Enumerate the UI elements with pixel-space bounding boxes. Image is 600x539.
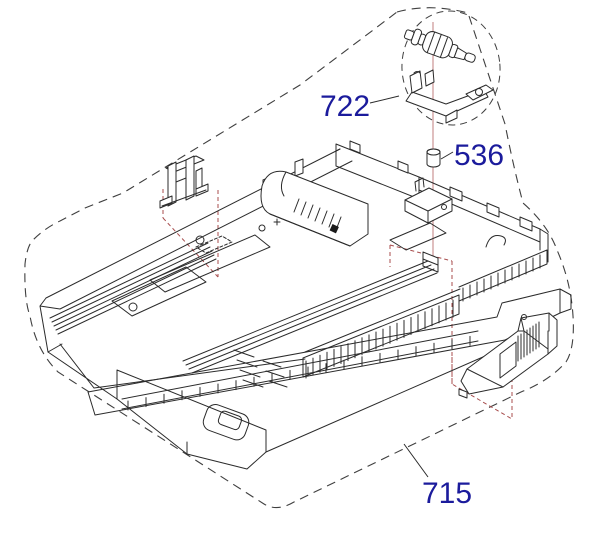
label-leader-536 xyxy=(440,151,454,160)
part-label-536: 536 xyxy=(454,139,504,172)
end-cover-drawing xyxy=(458,312,558,399)
part-label-722: 722 xyxy=(320,90,370,123)
label-leader-722 xyxy=(369,95,400,104)
dashed-boundary xyxy=(24,7,574,509)
part-label-715: 715 xyxy=(422,477,472,510)
left-bracket-drawing xyxy=(159,155,209,209)
tray-assembly-drawing xyxy=(39,140,572,470)
label-leader-715 xyxy=(403,443,429,478)
roller-holder-bracket-drawing xyxy=(405,69,494,124)
callout-ellipse-722 xyxy=(401,10,501,126)
leader-lines-roller-mount xyxy=(389,244,453,386)
bushing-536-drawing xyxy=(426,148,441,168)
pickup-roller-drawing xyxy=(403,28,476,63)
